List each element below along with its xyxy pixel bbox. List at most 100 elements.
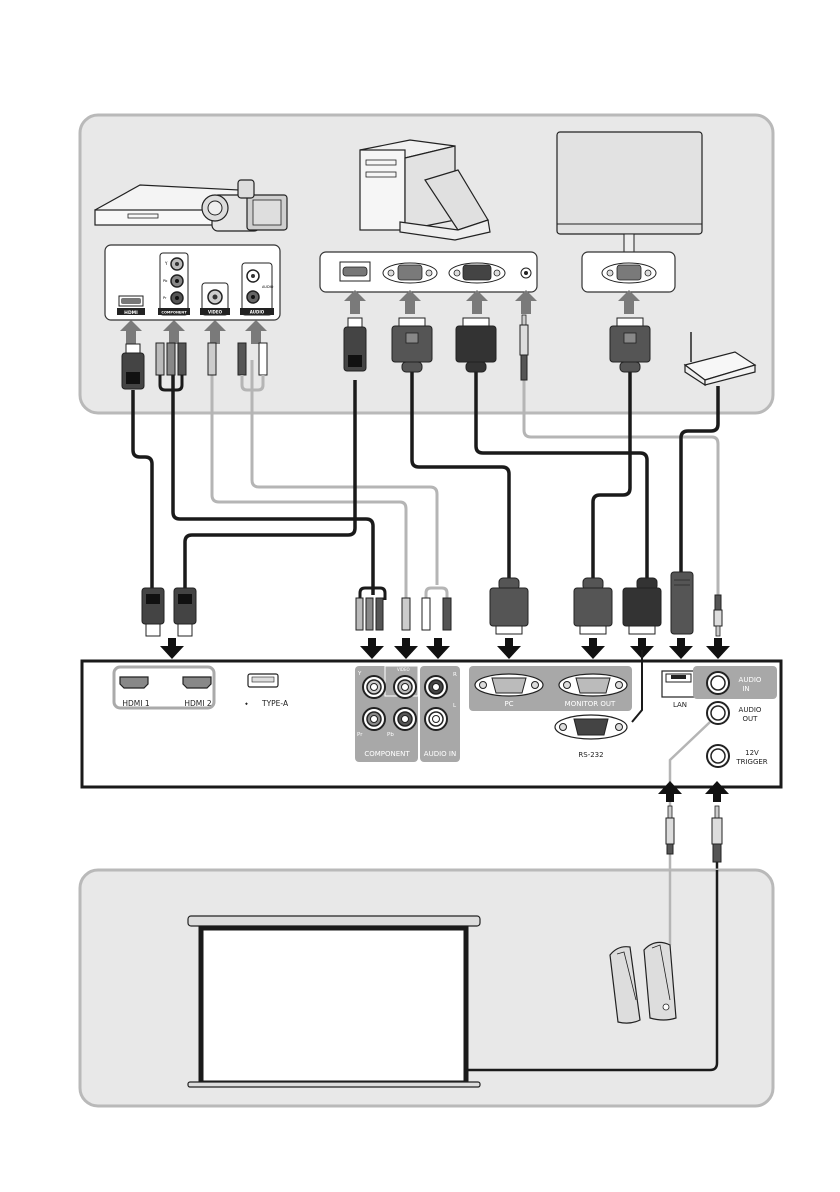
rs232-cable bbox=[474, 370, 649, 580]
projector-audio-l-jack bbox=[424, 707, 448, 731]
device-hdmi-port: HDMI bbox=[117, 295, 145, 316]
arrow-down-icon bbox=[160, 638, 184, 659]
projector-hdmi1-port bbox=[119, 676, 149, 689]
projector-audio-out-jack bbox=[706, 701, 730, 725]
speakers-icon bbox=[609, 941, 677, 1024]
device-hdmi-label: HDMI bbox=[124, 310, 138, 316]
projector-lan-label: LAN bbox=[673, 701, 687, 709]
projector-audio-l-label: L bbox=[453, 703, 457, 709]
computer-audio-jack bbox=[520, 267, 532, 279]
mini-jack-plug-projector bbox=[713, 594, 723, 637]
vga-plug-projector-monitor bbox=[573, 577, 613, 635]
projector-pc-label: PC bbox=[504, 700, 513, 708]
vga-cable-pc bbox=[410, 370, 511, 580]
hdmi-plug-av bbox=[121, 343, 145, 390]
device-comp-pr-label: Pr bbox=[163, 296, 167, 300]
projection-screen-icon bbox=[187, 915, 481, 1088]
serial-plug-pc bbox=[455, 317, 497, 373]
lan-cable bbox=[679, 386, 720, 575]
projector-usb-label: TYPE-A bbox=[261, 699, 289, 708]
device-audio-label: AUDIO bbox=[250, 310, 265, 315]
projector-usb-port bbox=[247, 673, 279, 688]
device-comp-pb-label: Pb bbox=[163, 279, 168, 283]
lan-plug-projector bbox=[670, 571, 694, 635]
projector-comp-pb-label: Pb bbox=[387, 732, 394, 738]
component-plugs-projector bbox=[355, 586, 387, 631]
hdmi-cable-av bbox=[131, 390, 154, 590]
arrow-down-icon bbox=[394, 638, 418, 659]
vga-plug-pc bbox=[391, 317, 433, 373]
projector-lan-port bbox=[661, 670, 696, 698]
arrow-down-icon bbox=[706, 638, 730, 659]
projector-audio-in-highlight bbox=[693, 666, 777, 699]
device-component-label: COMPONENT bbox=[161, 311, 187, 315]
projector-comp-y-label: Y bbox=[357, 671, 362, 677]
computer-vga-port bbox=[382, 262, 438, 284]
arrow-down-icon bbox=[497, 638, 521, 659]
projector-rs232-label: RS-232 bbox=[578, 751, 603, 759]
arrow-down-icon bbox=[669, 638, 693, 659]
projector-hdmi1-label: HDMI 1 bbox=[122, 699, 149, 708]
vga-plug-projector-pc bbox=[489, 577, 529, 635]
device-component-ports: Y Pb Pr COMPONENT bbox=[158, 252, 190, 316]
vga-plug-monitor bbox=[609, 317, 651, 373]
device-audio-small-label: AUDIO bbox=[262, 285, 274, 289]
projector-rs232-port bbox=[554, 714, 628, 740]
projector-svideo-label: VIDEO bbox=[397, 667, 410, 672]
hdmi-plug-pc bbox=[343, 317, 367, 372]
hdmi-plug-projector-2 bbox=[173, 587, 197, 637]
projector-audio-out-label: AUDIO bbox=[739, 706, 762, 714]
projector-monitor-out-port bbox=[558, 673, 628, 697]
laptop-icon bbox=[399, 169, 491, 241]
arrow-down-icon bbox=[426, 638, 450, 659]
video-cable bbox=[210, 360, 408, 600]
device-video-label: VIDEO bbox=[208, 310, 223, 315]
projector-audio-out-label-2: OUT bbox=[743, 715, 759, 723]
monitor-vga-port bbox=[601, 262, 657, 284]
av-device-port-panel bbox=[104, 244, 281, 321]
projector-svideo-jack bbox=[393, 675, 417, 699]
hdmi-cable-pc bbox=[183, 380, 357, 590]
projector-audio-in-label: AUDIO bbox=[739, 676, 762, 684]
projector-audio-in-jack bbox=[706, 671, 730, 695]
projector-audio-r-label: R bbox=[453, 672, 457, 678]
cables bbox=[131, 360, 720, 600]
mini-jack-plug-pc bbox=[519, 314, 529, 381]
rs232-cable-end bbox=[631, 650, 643, 723]
video-plug-av bbox=[207, 342, 217, 376]
mini-jack-plug-trigger bbox=[711, 805, 723, 863]
projector-audio-in-label-2: IN bbox=[742, 685, 749, 693]
computer-hdmi-port bbox=[339, 261, 371, 282]
device-video-port: VIDEO bbox=[200, 282, 230, 316]
projector-component-label: COMPONENT bbox=[364, 750, 410, 758]
device-audio-ports: AUDIO AUDIO bbox=[240, 262, 274, 316]
computer-serial-port bbox=[448, 262, 506, 284]
mini-jack-plug-speaker bbox=[665, 805, 675, 855]
projector-trigger-label: 12V bbox=[745, 749, 759, 757]
projector-audio-in-group-label: AUDIO IN bbox=[424, 750, 456, 758]
usb-icon: ⬩ bbox=[245, 699, 248, 708]
router-icon bbox=[683, 332, 757, 387]
projector-hdmi2-port bbox=[182, 676, 212, 689]
hdmi-plug-projector-1 bbox=[141, 587, 165, 637]
pc-audio-cable bbox=[522, 380, 720, 595]
projector-comp-y-jack bbox=[362, 675, 386, 699]
projector-audio-r-jack bbox=[424, 675, 448, 699]
projector-comp-pb-jack bbox=[393, 707, 417, 731]
serial-plug-projector bbox=[622, 577, 662, 635]
camcorder-icon bbox=[201, 179, 288, 232]
device-comp-y-label: Y bbox=[164, 261, 168, 266]
arrow-down-icon bbox=[360, 638, 384, 659]
audio-rca-cable bbox=[250, 360, 439, 585]
projector-comp-pr-jack bbox=[362, 707, 386, 731]
vga-cable-monitor bbox=[591, 370, 632, 580]
projector-trigger-jack bbox=[706, 744, 730, 768]
component-plugs-av bbox=[155, 342, 187, 392]
component-cable bbox=[171, 360, 375, 595]
video-plug-projector bbox=[401, 597, 411, 631]
projector-hdmi2-label: HDMI 2 bbox=[184, 699, 211, 708]
projector-pc-vga-port bbox=[474, 673, 544, 697]
audio-plugs-av bbox=[237, 342, 268, 392]
projector-comp-pr-label: Pr bbox=[357, 732, 363, 738]
